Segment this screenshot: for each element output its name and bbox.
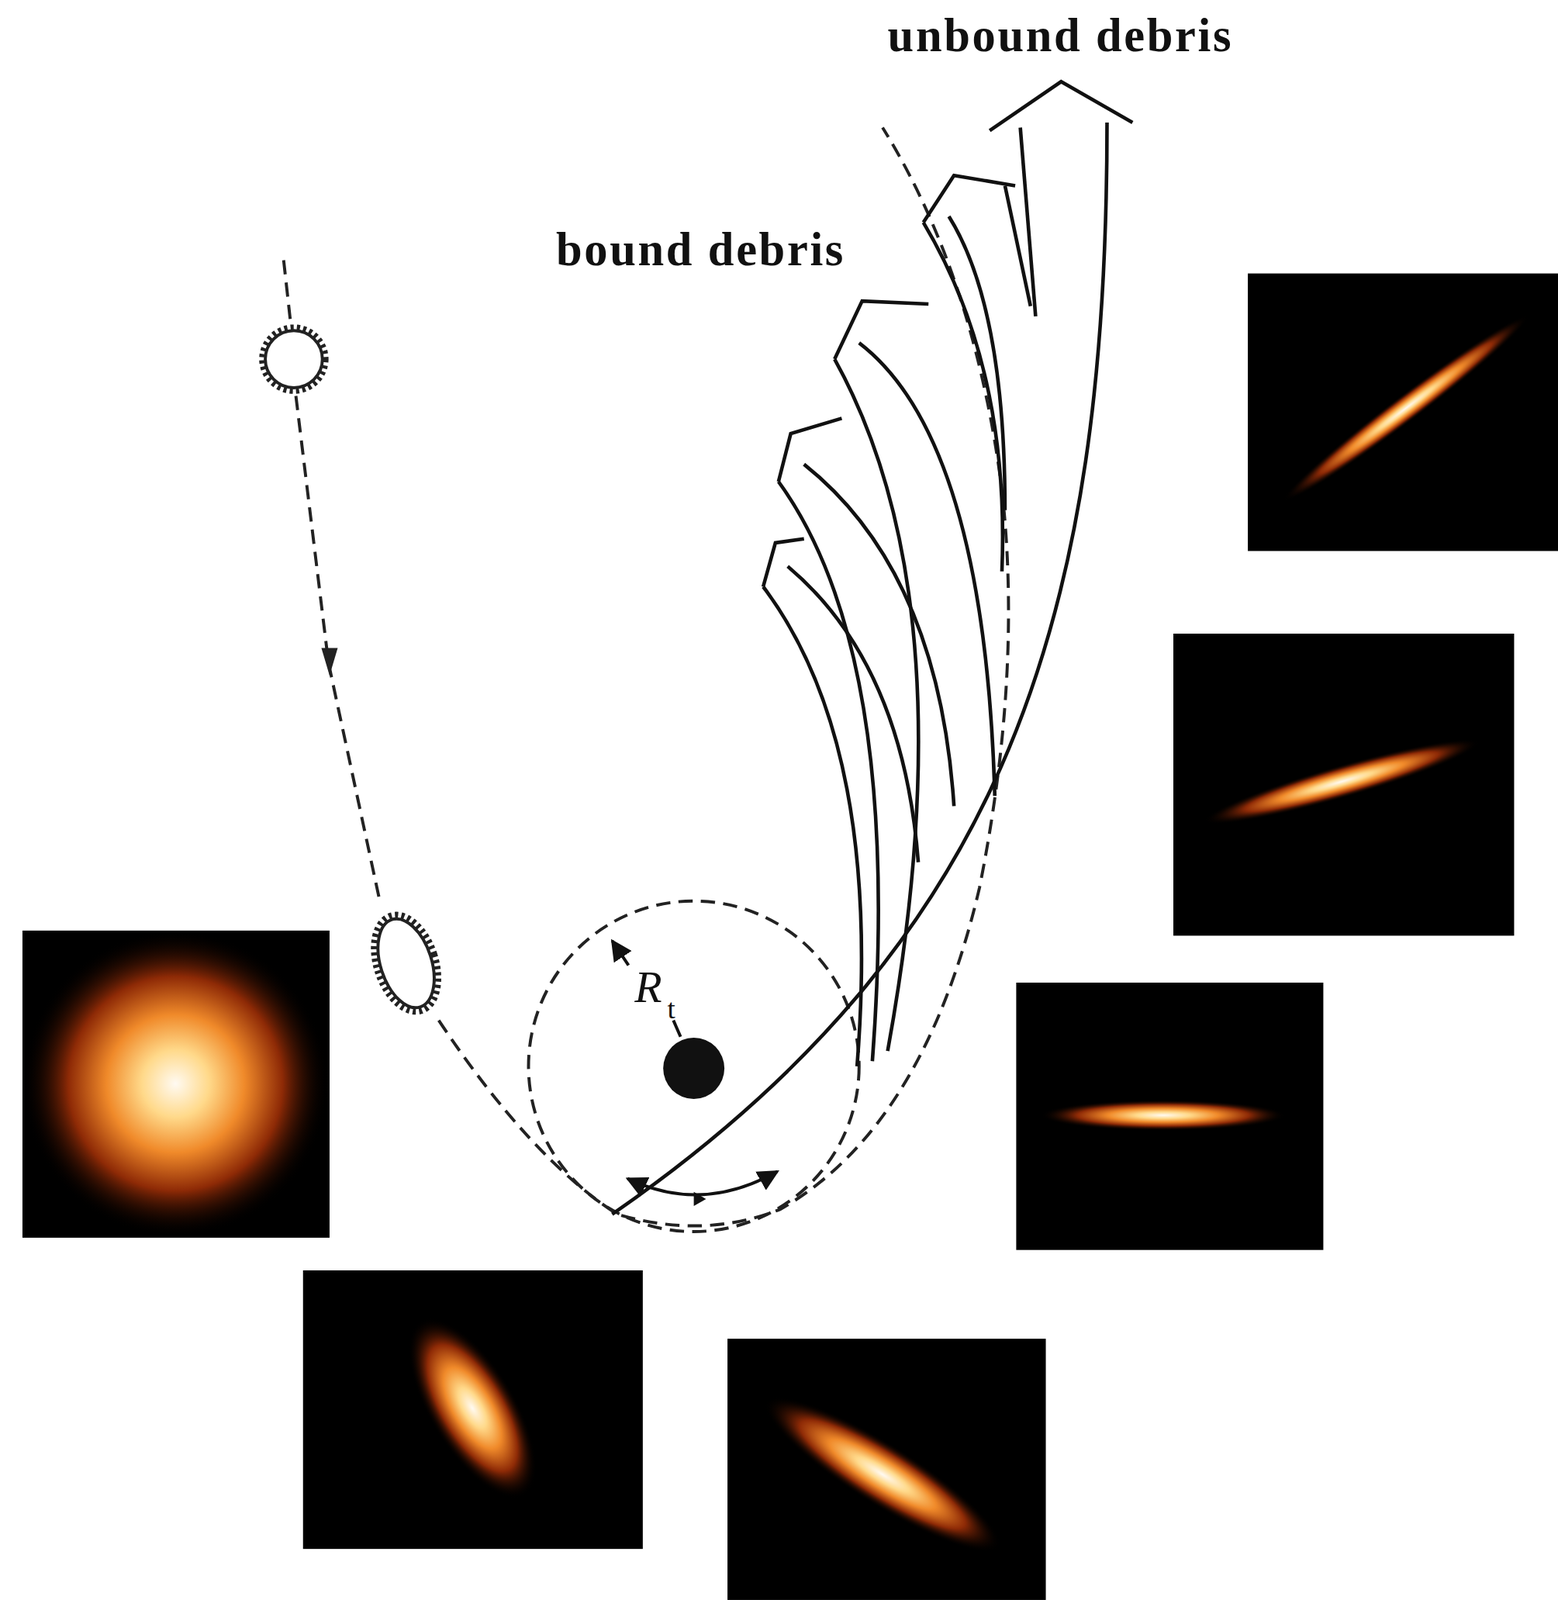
bound-arrowhead	[923, 175, 1016, 223]
bound-arrowhead	[834, 300, 929, 360]
pericenter-arc	[627, 1171, 778, 1195]
star-body	[265, 330, 323, 388]
panel-4	[1015, 982, 1324, 1251]
star-density	[1040, 1099, 1286, 1130]
panel-2	[303, 1270, 643, 1549]
radius-arrow	[611, 940, 629, 966]
bound-stream-edge	[859, 342, 995, 796]
panel-1	[22, 930, 330, 1238]
tidal-radius-circle	[528, 901, 860, 1232]
star-density	[383, 1298, 562, 1517]
star-body	[367, 912, 445, 1016]
star-rim	[363, 908, 449, 1020]
trajectory	[283, 127, 1009, 1232]
panel-3	[727, 1338, 1046, 1600]
bound-stream-edge	[787, 566, 919, 863]
star-density	[1199, 726, 1484, 837]
bound-stream-edge	[923, 222, 1003, 572]
trajectory-line	[283, 259, 291, 325]
stream-label: unbound debris	[885, 10, 1236, 63]
unbound-stream-edge	[611, 122, 1107, 1215]
unbound-arrowhead	[989, 81, 1133, 131]
stream-edge	[1005, 185, 1031, 306]
star-density	[22, 930, 329, 1237]
black-hole	[663, 1037, 725, 1099]
pericenter-arrowhead	[694, 1191, 707, 1206]
star-density	[1275, 305, 1537, 512]
bound-arrowhead	[763, 538, 805, 588]
density-panels	[22, 273, 1558, 1600]
stream-label: bound debris	[553, 224, 847, 277]
star-rim	[262, 328, 325, 391]
bound-stream-edge	[763, 586, 862, 1066]
bound-stream-edge	[949, 216, 1006, 511]
panel-6	[1247, 273, 1558, 552]
bound-arrowhead	[778, 418, 843, 482]
bound-stream-edge	[804, 464, 954, 807]
trajectory-line	[438, 127, 1009, 1226]
panel-5	[1173, 633, 1514, 936]
star	[262, 328, 449, 1020]
star-density	[749, 1375, 1016, 1574]
radius-subscript: t	[665, 993, 678, 1026]
direction-arrowhead	[321, 647, 338, 676]
radius-symbol: R	[632, 963, 665, 1013]
bound-stream-edge	[778, 481, 879, 1061]
trajectory-line	[296, 395, 380, 900]
